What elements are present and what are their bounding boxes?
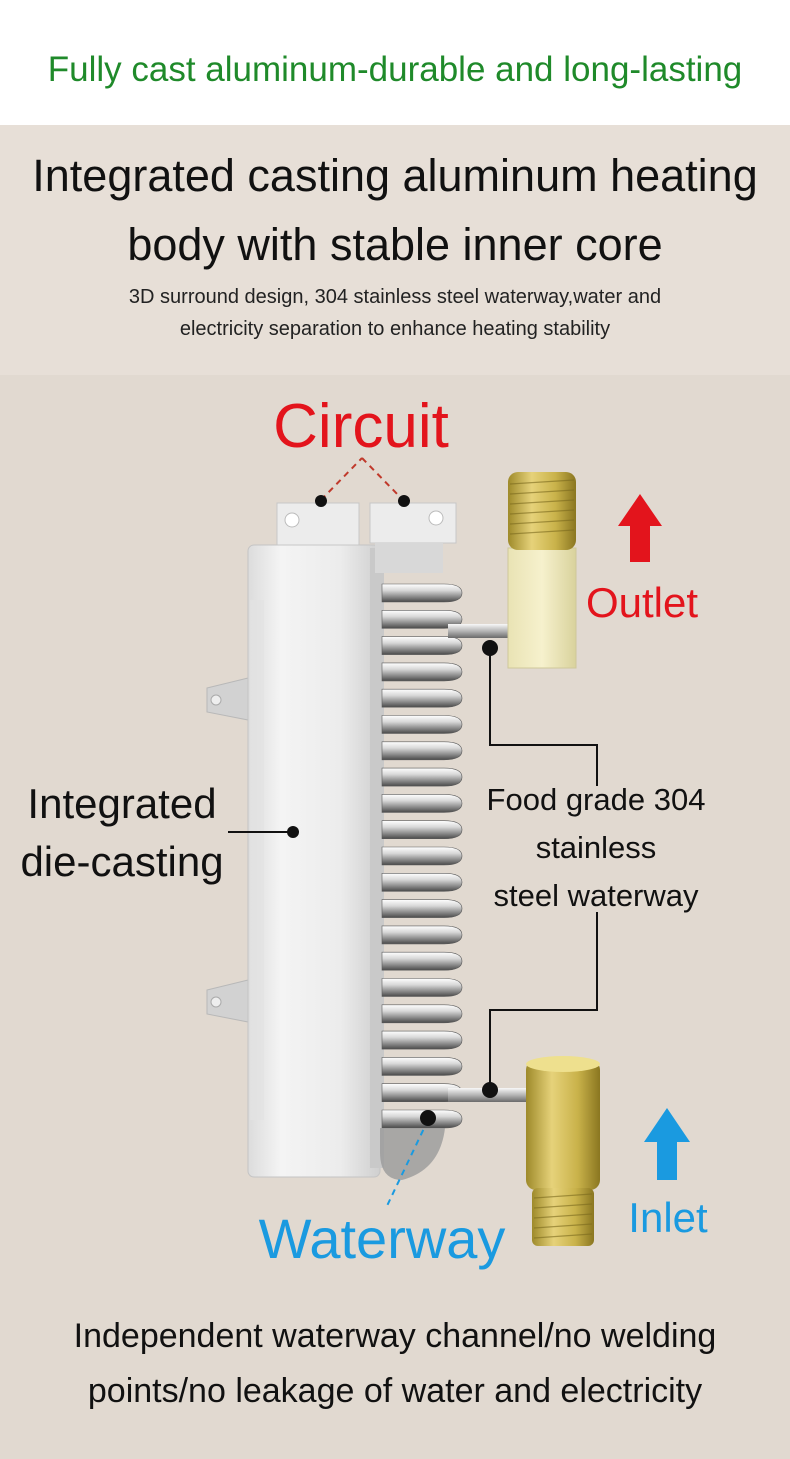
coil-turn: [381, 662, 463, 682]
integrated-label-line-2: die-casting: [20, 838, 223, 885]
top-title: Fully cast aluminum-durable and long-las…: [47, 50, 743, 89]
coil-turn: [381, 978, 463, 997]
circuit-terminals: [276, 502, 457, 573]
waterway-label: Waterway: [259, 1207, 506, 1270]
outlet-label: Outlet: [586, 579, 698, 626]
coil-turn: [381, 741, 463, 761]
coil-turn: [381, 1057, 463, 1076]
header-panel: [0, 125, 790, 375]
coil-turn: [381, 688, 463, 708]
coil-turn: [381, 925, 463, 945]
arrow-up-icon: [618, 494, 662, 562]
outlet-fitting: [448, 472, 577, 669]
subheading-line-2: electricity separation to enhance heatin…: [179, 318, 611, 340]
coil-turn: [381, 873, 463, 892]
coil-turn: [381, 715, 463, 734]
stainless-coil: [381, 583, 463, 1129]
circuit-label: Circuit: [273, 392, 449, 461]
arrow-up-icon: [644, 1108, 690, 1180]
coil-turn: [381, 951, 463, 971]
footer-line-2: points/no leakage of water and electrici…: [87, 1372, 703, 1410]
coil-turn: [381, 899, 463, 918]
aluminum-body: [206, 544, 384, 1178]
coil-turn: [381, 1030, 463, 1050]
coil-turn: [381, 1004, 463, 1024]
coil-turn: [381, 767, 463, 787]
coil-turn: [381, 610, 463, 629]
heading-line-1: Integrated casting aluminum heating: [32, 150, 758, 201]
coil-turn: [381, 583, 463, 603]
integrated-label-line-1: Integrated: [27, 780, 216, 827]
subheading-line-1: 3D surround design, 304 stainless steel …: [128, 286, 662, 308]
coil-turn: [381, 636, 463, 655]
inlet-label: Inlet: [628, 1194, 708, 1241]
footer-line-1: Independent waterway channel/no welding: [73, 1317, 717, 1355]
food-grade-label-line-1: Food grade 304: [487, 782, 706, 817]
inlet-fitting: [448, 1056, 600, 1246]
coil-turn: [381, 846, 463, 866]
coil-turn: [381, 820, 463, 839]
food-grade-label-line-2: stainless: [536, 830, 657, 865]
leader-lines: [228, 457, 598, 1209]
food-grade-label-line-3: steel waterway: [493, 878, 699, 913]
top-banner: [0, 0, 790, 125]
coil-turn: [381, 794, 463, 813]
heading-line-2: body with stable inner core: [127, 219, 663, 270]
